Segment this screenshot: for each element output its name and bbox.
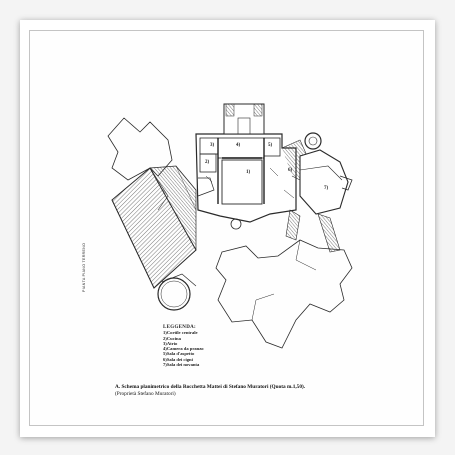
legend-item: 5)Sala d'aspetto (163, 351, 195, 357)
caption-main: A. Schema planimetrico della Rocchetta M… (115, 384, 306, 390)
room-label-2: 2) (205, 160, 210, 165)
right-building (299, 149, 349, 215)
document-border (29, 30, 424, 426)
legend: LEGGENDA: 1)Cortile centrale 2)Cucina 3)… (163, 325, 204, 367)
document-frame (20, 20, 435, 437)
legend-item: 3)Atrio (163, 340, 178, 346)
room-label-6: 6) (288, 168, 293, 173)
room-label-7: 7) (324, 186, 329, 191)
legend-item: 1)Cortile centrale (163, 330, 198, 336)
figure-caption: A. Schema planimetrico della Rocchetta M… (115, 384, 415, 398)
round-tower (157, 277, 191, 311)
legend-item: 2)Cucina (163, 335, 181, 341)
legend-item: 6)Sala dei cigni (163, 356, 193, 362)
room-label-3: 3) (210, 143, 215, 148)
room-label-5: 5) (268, 143, 273, 148)
room-label-4: 4) (236, 143, 241, 148)
room-label-1: 1) (246, 170, 251, 175)
bottom-ghost-outline (215, 239, 353, 349)
right-round-tower (304, 132, 322, 150)
legend-item: 4)Camera da pranzo (163, 346, 204, 352)
caption-sub: (Proprietà Stefano Muratori) (115, 391, 176, 397)
plan-side-label: PIANTA PIANO TERRENO (82, 242, 86, 292)
legend-item: 7)Sala dei novanta (163, 362, 200, 368)
spiral-stair (149, 165, 197, 250)
left-ghost-outline (107, 117, 173, 181)
legend-title: LEGGENDA: (163, 325, 196, 330)
